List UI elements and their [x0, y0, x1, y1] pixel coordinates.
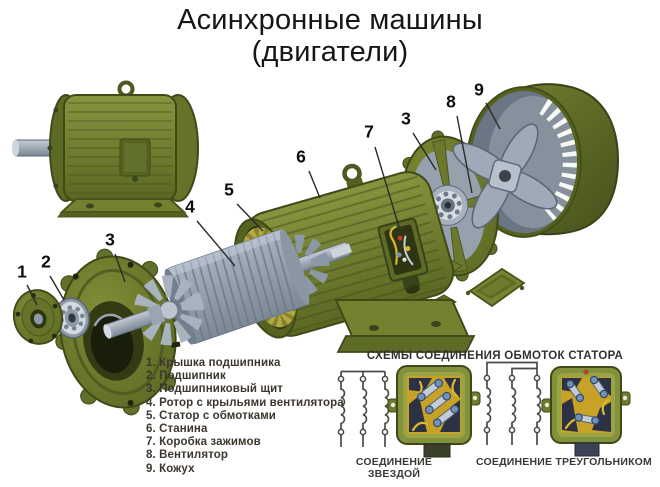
schemes-header: СХЕМЫ СОЕДИНЕНИЯ ОБМОТОК СТАТОРА: [366, 350, 624, 362]
motor-feet: [59, 198, 187, 213]
callout-leader-7: [374, 146, 400, 228]
part-rotor: [103, 228, 352, 346]
delta-connection-diagram: [483, 361, 542, 445]
callout-number-3: 3: [401, 108, 411, 129]
star-connection-caption: СОЕДИНЕНИЕ ЗВЕЗДОЙ: [355, 456, 433, 480]
parts-list-item: 9. Кожух: [146, 462, 195, 475]
delta-terminal-box: [541, 366, 631, 457]
part-terminal-box: [377, 217, 429, 294]
callout-number-1: 1: [17, 261, 27, 282]
callout-leader-4: [196, 220, 236, 267]
callout-leader-2: [49, 275, 65, 301]
parts-list-item: 1. Крышка подшипника: [146, 357, 281, 369]
parts-list-item: 4. Ротор с крыльями вентилятора: [146, 396, 344, 409]
callout-number-5: 5: [224, 179, 234, 200]
terminal-box-cover: [423, 257, 526, 315]
eyebolt-icon: [117, 80, 135, 98]
callout-leader-lines: [26, 102, 501, 306]
parts-list-item: 7. Коробка зажимов: [146, 436, 261, 449]
callout-leader-8: [456, 115, 473, 194]
frame-feet: [334, 299, 470, 337]
parts-list-item: 6. Станина: [146, 423, 208, 436]
callout-leader-3: [412, 132, 437, 171]
part-bearing: [54, 297, 90, 339]
title-line-2: (двигатели): [251, 36, 409, 68]
title-line-1: Асинхронные машины: [177, 4, 483, 36]
star-terminal-box: [387, 365, 481, 458]
delta-connection-caption: СОЕДИНЕНИЕ ТРЕУГОЛЬНИКОМ: [476, 456, 652, 468]
callout-number-7: 7: [364, 121, 374, 142]
callout-number-2: 2: [41, 251, 51, 272]
callout-number-9: 9: [474, 79, 484, 100]
callout-number-6: 6: [296, 146, 306, 167]
parts-list-item: 2. Подшипник: [146, 370, 226, 383]
part-bearing-cover: [12, 289, 64, 345]
parts-list-item: 3. Подшипниковый щит: [146, 383, 284, 396]
callout-leader-9: [485, 102, 501, 130]
callout-number-4: 4: [185, 196, 195, 217]
star-connection-diagram: [337, 370, 390, 447]
callout-leader-6: [308, 170, 321, 199]
callout-leader-5: [236, 203, 264, 232]
parts-list-item: 8. Вентилятор: [146, 449, 228, 462]
assembled-motor: [12, 80, 199, 218]
part-fan: [452, 123, 558, 229]
vent-slots: [539, 98, 581, 223]
callout-leader-1: [26, 284, 38, 306]
callout-number-8: 8: [446, 91, 456, 112]
callout-number-3: 3: [105, 229, 115, 250]
callout-leader-3: [114, 253, 126, 283]
page-title: Асинхронные машины (двигатели): [0, 4, 660, 68]
parts-list-item: 5. Статор с обмотками: [146, 409, 276, 422]
